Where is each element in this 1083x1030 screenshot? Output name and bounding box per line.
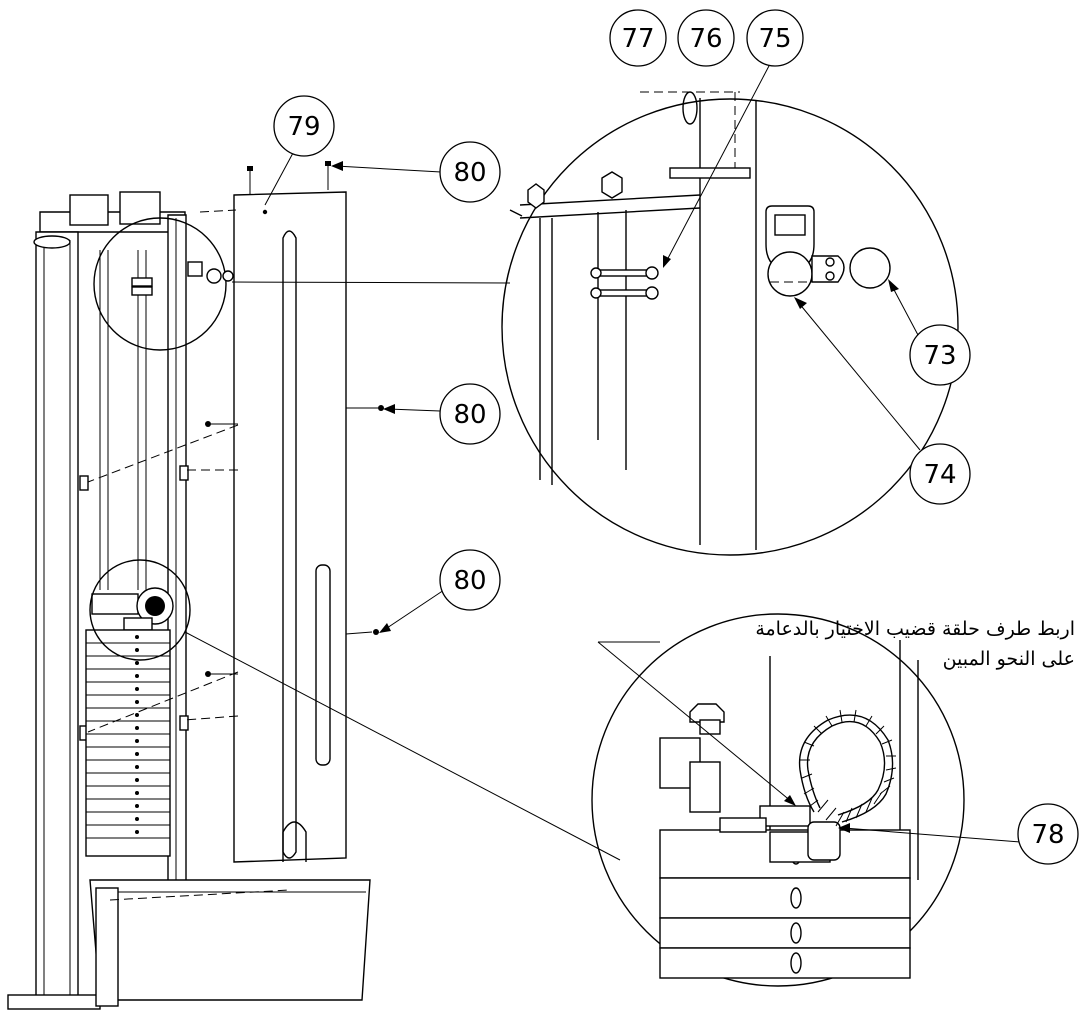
callout-79: 79 [273,95,335,157]
callout-80-top: 80 [439,141,501,203]
callout-80-middle: 80 [439,383,501,445]
machine-frame [7,191,371,1010]
detail-marker-top [93,217,227,351]
callout-74: 74 [909,443,971,505]
detail-view-bottom [591,613,965,987]
side-panel [87,161,384,863]
detail-marker-bottom [89,559,191,661]
callout-77-label: 77 [621,24,654,54]
callout-78: 78 [1017,803,1079,865]
callout-73-label: 73 [923,341,956,371]
callout-79-label: 79 [287,112,320,142]
detail-leader-top [231,281,511,284]
callout-73: 73 [909,324,971,386]
callout-75-label: 75 [758,24,791,54]
callout-78-label: 78 [1031,820,1064,850]
callout-leaders [264,63,1021,843]
spring-coil [798,709,897,827]
callout-74-label: 74 [923,460,956,490]
detail-leader-bottom [184,631,621,861]
callout-77: 77 [609,9,667,67]
callout-80-bottom-label: 80 [453,566,486,596]
callout-80-bottom: 80 [439,549,501,611]
instruction-line-2: على النحو المبين [942,648,1075,670]
weight-stack [85,629,171,857]
callout-75: 75 [746,9,804,67]
detail-view-top [501,91,959,556]
callout-80-top-label: 80 [453,158,486,188]
instruction-line-1: اربط طرف حلقة قضيب الاختيار بالدعامة [755,618,1075,640]
callout-76-label: 76 [689,24,722,54]
callout-80-middle-label: 80 [453,400,486,430]
instruction-note: اربط طرف حلقة قضيب الاختيار بالدعامة على… [595,614,1075,674]
callout-76: 76 [677,9,735,67]
